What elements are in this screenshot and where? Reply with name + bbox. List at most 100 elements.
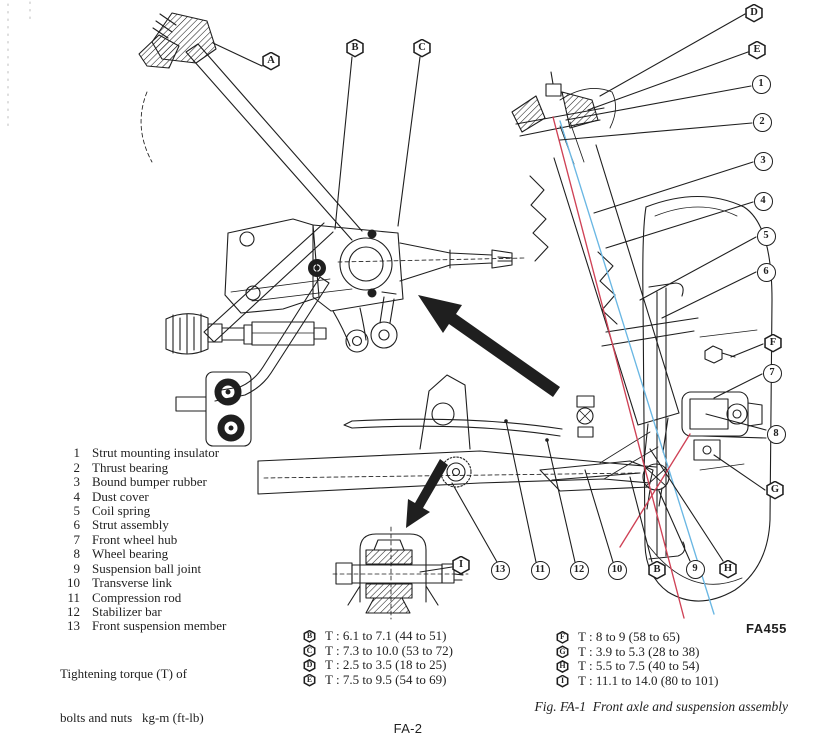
torque-value: T : 3.9 to 5.3 (28 to 38)	[578, 643, 700, 659]
parts-list-item: 2 Thrust bearing	[58, 459, 226, 475]
part-number: 11	[67, 589, 80, 605]
part-name: Strut mounting insulator	[92, 445, 220, 461]
part-number: 3	[73, 474, 81, 490]
callout-marker-I: I	[452, 555, 471, 575]
torque-spec-B: B T : 6.1 to 7.1 (44 to 51)	[303, 628, 453, 644]
strut-wheel-group	[511, 71, 773, 619]
torque-value: T : 11.1 to 14.0 (80 to 101)	[578, 673, 719, 689]
part-number: 12	[67, 604, 80, 620]
torque-value: T : 6.1 to 7.1 (44 to 51)	[325, 628, 447, 644]
callout-marker-2: 2	[752, 112, 772, 132]
parts-list-item: 3 Bound bumper rubber	[58, 474, 226, 490]
callout-marker-12: 12	[569, 560, 589, 580]
part-name: Front wheel hub	[92, 531, 178, 547]
crossmember-group	[257, 374, 670, 510]
callout-marker-13: 13	[490, 560, 510, 580]
callout-marker-F: F	[764, 333, 783, 353]
torque-value: T : 7.5 to 9.5 (54 to 69)	[325, 672, 447, 688]
callout-marker-1: 1	[751, 74, 771, 94]
callout-marker-7: 7	[762, 363, 782, 383]
callout-marker-B: B	[303, 629, 316, 643]
driveshaft-compression-rod-group	[165, 276, 398, 447]
callout-marker-A: A	[262, 51, 281, 71]
part-number: 8	[73, 546, 81, 562]
inset-bracket-group	[332, 526, 469, 620]
part-number: 5	[73, 502, 81, 518]
parts-list-item: 4 Dust cover	[58, 488, 226, 504]
callout-marker-C: C	[303, 644, 316, 658]
part-name: Thrust bearing	[92, 459, 169, 475]
torque-note-line2: bolts and nuts kg-m (ft-lb)	[60, 709, 204, 725]
callout-marker-5: 5	[756, 226, 776, 246]
callout-marker-9: 9	[685, 559, 705, 579]
part-number: 9	[73, 560, 81, 576]
parts-list-item: 11 Compression rod	[58, 589, 226, 605]
part-name: Strut assembly	[92, 517, 169, 533]
part-number: 13	[67, 618, 80, 634]
callout-marker-B: B	[648, 560, 667, 580]
arrow-to-inset	[406, 459, 448, 528]
callout-marker-3: 3	[753, 151, 773, 171]
parts-list-item: 6 Strut assembly	[58, 517, 226, 533]
callout-marker-F: F	[556, 630, 569, 644]
callout-marker-E: E	[303, 673, 316, 687]
part-name: Compression rod	[92, 589, 182, 605]
callout-marker-D: D	[303, 658, 316, 672]
torque-spec-D: D T : 2.5 to 3.5 (18 to 25)	[303, 657, 453, 673]
callout-marker-D: D	[745, 3, 764, 23]
torque-value: T : 8 to 9 (58 to 65)	[578, 629, 680, 645]
page-edge-marks	[7, 1, 31, 127]
callout-marker-B: B	[346, 38, 365, 58]
parts-list-item: 1 Strut mounting insulator	[58, 445, 226, 461]
part-name: Front suspension member	[92, 618, 227, 634]
torque-spec-G: G T : 3.9 to 5.3 (28 to 38)	[556, 643, 718, 660]
part-number: 10	[67, 575, 80, 591]
callout-marker-11: 11	[530, 560, 550, 580]
tire-center-line	[559, 120, 715, 615]
parts-list-item: 10 Transverse link	[58, 575, 226, 591]
part-name: Bound bumper rubber	[92, 474, 207, 490]
torque-column-right: F T : 8 to 9 (58 to 65) G T : 3.9 to 5.3 (2…	[556, 629, 719, 689]
callout-marker-8: 8	[766, 424, 786, 444]
page-footer: FA-2	[393, 721, 423, 736]
knuckle-driveshaft-group	[138, 12, 525, 353]
callout-marker-G: G	[556, 645, 569, 659]
parts-list-item: 13 Front suspension member	[58, 618, 227, 634]
torque-value: T : 2.5 to 3.5 (18 to 25)	[325, 657, 447, 673]
parts-list-item: 8 Wheel bearing	[58, 546, 226, 562]
part-number: 7	[73, 531, 81, 547]
callout-marker-E: E	[748, 40, 767, 60]
part-name: Dust cover	[92, 488, 149, 504]
part-number: 4	[73, 488, 81, 504]
leader-lines	[212, 13, 767, 573]
callout-marker-H: H	[556, 659, 569, 673]
torque-spec-E: E T : 7.5 to 9.5 (54 to 69)	[303, 672, 453, 688]
pointer-arrows	[406, 295, 560, 528]
parts-list-item: 7 Front wheel hub	[58, 531, 226, 547]
callout-marker-10: 10	[607, 560, 627, 580]
parts-list: 1 Strut mounting insulator 2 Thrust bearing…	[58, 445, 227, 634]
kingpin-axis-line	[552, 116, 685, 619]
figure-code: FA455	[746, 621, 787, 636]
part-number: 6	[73, 517, 81, 533]
torque-note: Tightening torque (T) of bolts and nuts …	[60, 638, 204, 750]
callout-marker-6: 6	[756, 262, 776, 282]
figure-caption: Fig. FA-1 Front axle and suspension asse…	[534, 699, 788, 714]
torque-note-line1: Tightening torque (T) of	[60, 666, 187, 682]
torque-column-middle: B T : 6.1 to 7.1 (44 to 51) C T : 7.3 to 10…	[303, 628, 453, 688]
torque-spec-C: C T : 7.3 to 10.0 (53 to 72)	[303, 642, 453, 659]
part-number: 1	[73, 445, 81, 461]
callout-marker-H: H	[719, 559, 738, 579]
arrow-to-knuckle	[418, 295, 560, 397]
part-number: 2	[73, 459, 81, 475]
torque-value: T : 7.3 to 10.0 (53 to 72)	[325, 642, 453, 658]
part-name: Transverse link	[92, 575, 173, 591]
callout-marker-G: G	[766, 480, 785, 500]
part-name: Coil spring	[92, 502, 151, 518]
part-name: Wheel bearing	[92, 546, 169, 562]
